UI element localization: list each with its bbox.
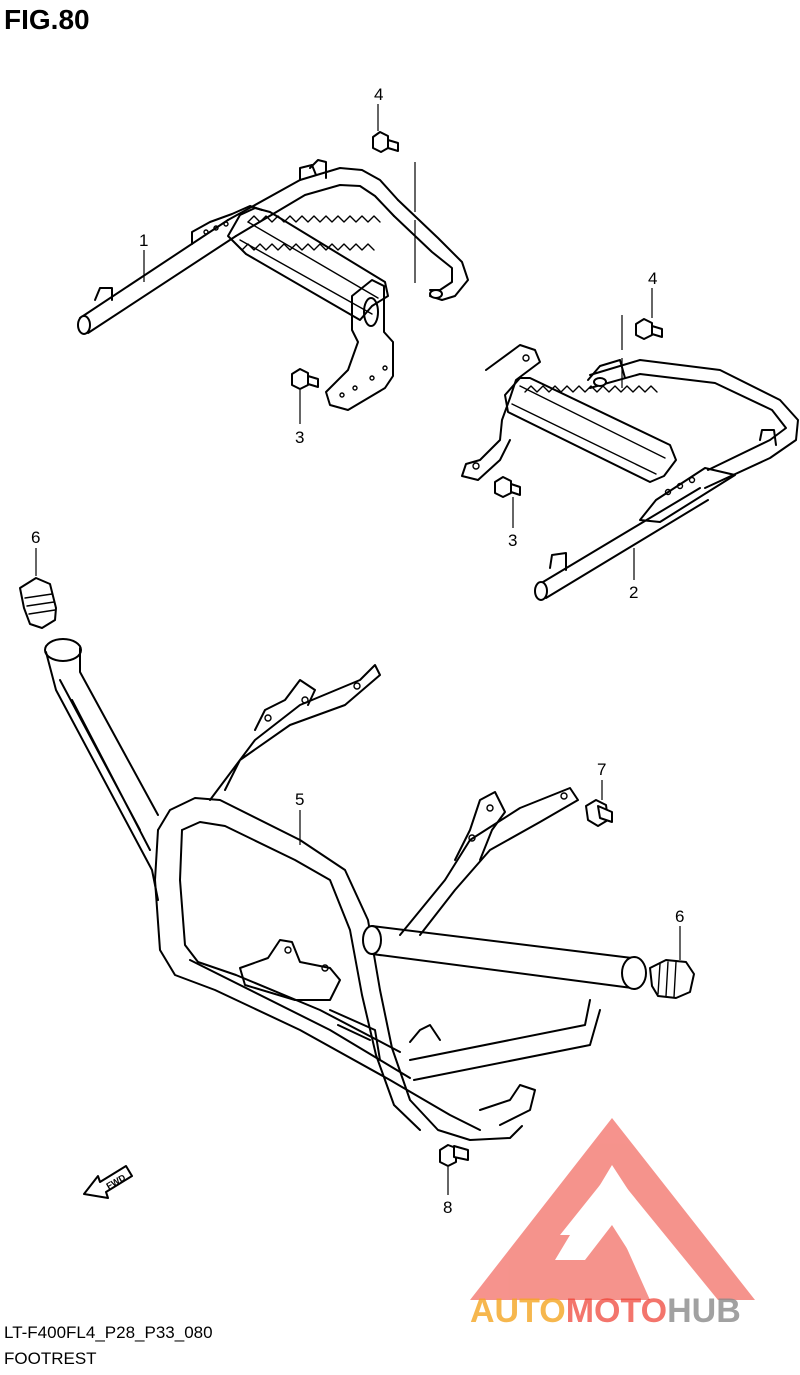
watermark-moto: MOTO xyxy=(566,1292,667,1330)
bolt-part-7 xyxy=(585,780,613,827)
figure-title: FIG.80 xyxy=(4,4,90,35)
diagram-code: LT-F400FL4_P28_P33_080 xyxy=(4,1323,213,1342)
callout-2: 2 xyxy=(629,583,638,602)
callout-6-right: 6 xyxy=(675,907,684,926)
watermark-auto: AUTO xyxy=(470,1292,566,1330)
callout-4-upper: 4 xyxy=(374,85,383,104)
watermark-hub: HUB xyxy=(667,1292,741,1330)
callout-7: 7 xyxy=(597,760,606,779)
forward-direction-arrow: FWD xyxy=(83,1165,133,1199)
footrest-left-part-2 xyxy=(461,344,799,601)
callout-3-upper: 3 xyxy=(295,428,304,447)
callout-6-left: 6 xyxy=(31,528,40,547)
frame-part-5 xyxy=(44,638,647,1141)
diagram-name: FOOTREST xyxy=(4,1349,97,1368)
watermark-text: AUTOMOTOHUB xyxy=(470,1292,741,1330)
callout-3-lower: 3 xyxy=(508,531,517,550)
bolt-part-3-upper xyxy=(291,368,319,424)
callout-5: 5 xyxy=(295,790,304,809)
bolt-part-8 xyxy=(439,1144,469,1195)
callout-8: 8 xyxy=(443,1198,452,1217)
cap-part-6-right xyxy=(649,926,695,999)
watermark-logo xyxy=(470,1118,755,1300)
bolt-part-3-lower xyxy=(494,476,521,528)
cap-part-6-left xyxy=(19,548,57,629)
callout-4-lower: 4 xyxy=(648,269,657,288)
bolt-part-4-lower xyxy=(621,288,663,388)
footrest-right-part-1 xyxy=(77,159,469,411)
bolt-part-4-upper xyxy=(372,104,416,283)
callout-1: 1 xyxy=(139,231,148,250)
